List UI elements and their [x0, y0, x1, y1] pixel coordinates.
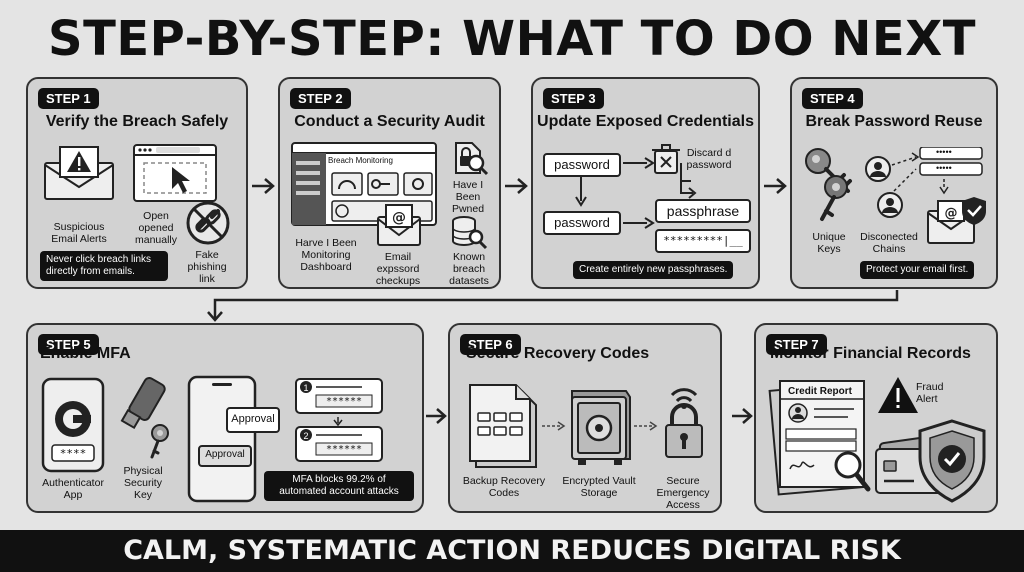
arrow-1-2: [252, 178, 275, 194]
step-6-label-vault: Encrypted Vault Storage: [562, 475, 636, 499]
step-1-note: Never click breach links directly from e…: [40, 251, 168, 281]
step-title: Monitor Financial Records: [770, 345, 971, 362]
old-password-pill: password: [543, 153, 621, 177]
arrow-2-3: [505, 178, 528, 194]
warning-icon: [878, 377, 918, 413]
arrow-6-7: [732, 408, 753, 424]
step-1-panel: STEP 1 Verify the Breach Safely Suspicio…: [26, 77, 248, 289]
step-2-label-dashboard: Harve I Been Monitoring Dashboard: [295, 237, 357, 273]
step-badge: STEP 4: [802, 88, 863, 109]
trash-icon: [652, 144, 680, 174]
dashboard-title: Breach Monitoring: [328, 156, 393, 165]
browser-window-icon: [133, 144, 217, 202]
step-1-label-email: Suspicious Email Alerts: [51, 221, 107, 245]
page-title: STEP-BY-STEP: WHAT TO DO NEXT: [48, 11, 976, 67]
step-badge: STEP 5: [38, 334, 99, 355]
email-at-icon: @: [377, 204, 421, 246]
shield-check-icon: [918, 419, 986, 503]
svg-text:@: @: [945, 206, 958, 221]
usb-key-icon: [120, 377, 169, 459]
step-title: Enable MFA: [40, 345, 131, 362]
arrow-3-4: [764, 178, 787, 194]
step-badge: STEP 3: [543, 88, 604, 109]
arrow-4-5: [207, 290, 899, 322]
warning-email-icon: [44, 146, 114, 200]
step-2-label-email: Email expssord checkups: [375, 251, 421, 287]
step-badge: STEP 6: [460, 334, 521, 355]
dashed-arrow: [634, 421, 658, 431]
step-badge: STEP 7: [766, 334, 827, 355]
magnifier-icon: [834, 451, 871, 492]
user-chain-icon: [865, 147, 983, 218]
email-shield-icon: @: [927, 197, 986, 244]
step-5-label-key: Physical Security Key: [123, 465, 163, 501]
passphrase-pill: passphrase: [655, 199, 751, 223]
masked-passphrase-field: *********|__: [655, 229, 751, 253]
flow-arrows: [575, 157, 691, 229]
step-3-note: Create entirely new passphrases.: [573, 261, 734, 279]
lock-search-icon: [455, 142, 489, 176]
to-passphrase-arrow: [680, 181, 697, 199]
field-mask-1: •••••: [936, 147, 952, 157]
step-2-label-known: Known breach datasets: [449, 251, 489, 287]
approval-button: Approval: [198, 445, 252, 467]
step-4-panel: STEP 4 Break Password Reuse Unique Keys …: [790, 77, 998, 289]
step-badge: STEP 2: [290, 88, 351, 109]
step-6-panel: STEP 6 Secure Recovery Codes Backup Reco…: [448, 323, 722, 513]
step-title: Break Password Reuse: [805, 113, 983, 130]
broken-link-icon: [186, 201, 230, 245]
dashed-arrow: [542, 421, 566, 431]
code-2: ******: [325, 444, 363, 455]
cursor-icon: [172, 167, 190, 193]
vault-icon: [571, 390, 631, 465]
approval-bubble-top: Approval: [226, 407, 280, 433]
wifi-lock-icon: [665, 388, 703, 458]
svg-text:@: @: [392, 210, 406, 226]
step-title: Conduct a Security Audit: [294, 113, 485, 130]
footer-banner: CALM, SYSTEMATIC ACTION REDUCES DIGITAL …: [0, 530, 1024, 572]
step-3-panel: STEP 3 Update Exposed Credentials passwo…: [531, 77, 760, 289]
field-mask-2: •••••: [936, 163, 952, 173]
step-7-panel: STEP 7 Monitor Financial Records Credit …: [754, 323, 998, 513]
step-5-note: MFA blocks 99.2% of automated account at…: [264, 471, 414, 501]
step-title: Secure Recovery Codes: [466, 345, 650, 362]
reused-password-pill: password: [543, 211, 621, 235]
database-search-icon: [452, 216, 488, 250]
step-6-label-backup: Backup Recovery Codes: [462, 475, 546, 499]
document-codes-icon: [469, 384, 537, 468]
code-list-icon: [295, 378, 383, 462]
credit-report-title: Credit Report: [788, 386, 852, 397]
code-num-1: 1: [303, 383, 309, 393]
step-4-label-keys: Unique Keys: [812, 231, 846, 255]
authenticator-code: ****: [59, 447, 87, 460]
step-badge: STEP 1: [38, 88, 99, 109]
step-5-panel: STEP 5 Enable MFA **** Authenticator App…: [26, 323, 424, 513]
code-num-2: 2: [303, 431, 309, 441]
step-6-label-emergency: Secure Emergency Access: [656, 475, 710, 511]
step-2-panel: STEP 2 Conduct a Security Audit Breach M…: [278, 77, 501, 289]
step-2-label-pwned: Have I Been Pwned: [451, 179, 485, 215]
keys-icon: [805, 148, 852, 221]
step-1-label-fake: Fake phishing link: [187, 249, 227, 285]
step-title: Update Exposed Credentials: [537, 113, 754, 130]
step-5-label-app: Authenticator App: [42, 477, 104, 501]
discard-label: Discard d password: [686, 147, 732, 171]
step-title: Verify the Breach Safely: [45, 113, 229, 130]
authenticator-phone-icon: [41, 377, 105, 473]
fraud-alert-label: Fraud Alert: [916, 381, 944, 405]
arrow-5-6: [426, 408, 447, 424]
step-4-label-chains: Disconected Chains: [860, 231, 918, 255]
step-4-note: Protect your email first.: [860, 261, 975, 279]
step-1-label-open: Open opened manually: [134, 210, 178, 246]
code-1: ******: [325, 396, 363, 407]
